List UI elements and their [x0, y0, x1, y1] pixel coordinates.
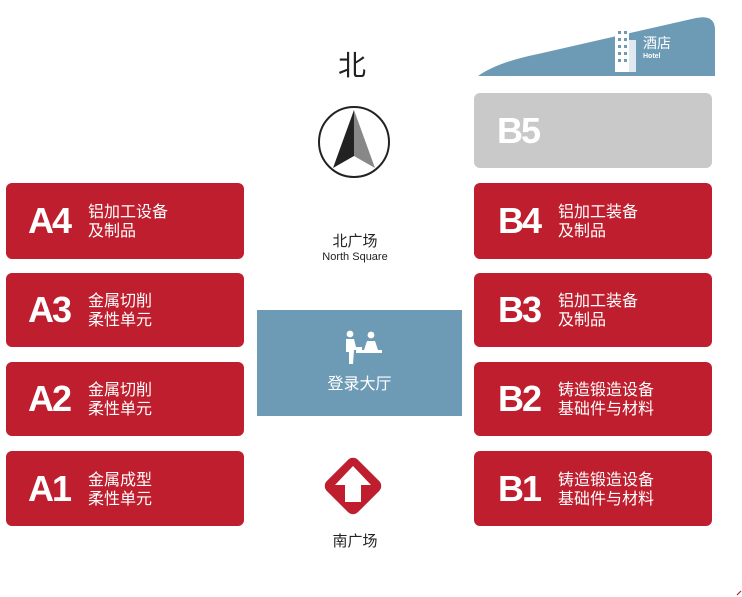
- lobby-label: 登录大厅: [327, 374, 392, 393]
- hall-code: B2: [498, 378, 542, 419]
- hall-b4[interactable]: B4 铝加工装备 及制品: [474, 183, 712, 259]
- hall-desc-line1: 铝加工设备: [88, 202, 169, 221]
- hotel-sub-label: Hotel: [643, 53, 661, 60]
- hall-description: 铝加工设备 及制品: [88, 202, 168, 240]
- south-square-label: 南广场: [332, 532, 378, 550]
- hall-code: A2: [28, 378, 72, 419]
- hall-desc-line1: 铝加工装备: [558, 202, 639, 221]
- registration-desk-icon: [346, 330, 382, 364]
- hall-description: 铝加工装备 及制品: [558, 291, 638, 329]
- hall-a3[interactable]: A3 金属切削 柔性单元: [6, 273, 244, 347]
- hotel-label: 酒店: [643, 36, 671, 52]
- hall-code: B3: [498, 289, 542, 330]
- hall-description: 铸造锻造设备 基础件与材料: [558, 470, 654, 508]
- hall-desc-line1: 金属切削: [88, 380, 153, 399]
- north-square-label: 北广场 North Square: [290, 232, 420, 264]
- hotel-banner: [478, 17, 715, 76]
- hall-desc-line1: 金属切削: [88, 291, 153, 310]
- hall-b3[interactable]: B3 铝加工装备 及制品: [474, 273, 712, 347]
- hall-a1[interactable]: A1 金属成型 柔性单元: [6, 451, 244, 526]
- hall-desc-line1: 金属成型: [88, 469, 153, 489]
- hall-b2[interactable]: B2 铸造锻造设备 基础件与材料: [474, 362, 712, 436]
- hall-description: 金属切削 柔性单元: [88, 380, 152, 418]
- hall-description: 金属成型 柔性单元: [88, 470, 152, 508]
- hall-code: A4: [28, 200, 72, 241]
- hall-b1[interactable]: B1 铸造锻造设备 基础件与材料: [474, 451, 712, 526]
- hall-desc-line2: 及制品: [88, 221, 137, 240]
- registration-lobby[interactable]: 登录大厅: [257, 310, 462, 416]
- hall-code: A1: [28, 467, 72, 509]
- hall-desc-line2: 及制品: [558, 221, 607, 240]
- hall-code: A3: [28, 289, 72, 330]
- hall-desc-line1: 铸造锻造设备: [558, 469, 655, 489]
- hall-desc-line2: 柔性单元: [88, 488, 153, 508]
- compass-label: 北: [337, 49, 366, 82]
- hall-code: B4: [498, 200, 542, 241]
- hall-description: 铸造锻造设备 基础件与材料: [558, 380, 654, 418]
- corner-mark: [736, 590, 742, 596]
- hall-desc-line1: 铝加工装备: [558, 291, 639, 310]
- hall-b5[interactable]: B5: [474, 93, 712, 168]
- hall-desc-line2: 基础件与材料: [558, 399, 655, 418]
- hall-code: B1: [498, 467, 542, 509]
- north-square-en: North Square: [322, 251, 388, 263]
- hall-description: 金属切削 柔性单元: [88, 291, 152, 329]
- hall-desc-line2: 基础件与材料: [558, 488, 655, 508]
- hall-a2[interactable]: A2 金属切削 柔性单元: [6, 362, 244, 436]
- compass-arrow-icon: [318, 106, 390, 178]
- hall-desc-line1: 铸造锻造设备: [558, 380, 655, 399]
- north-square-cn: 北广场: [332, 232, 378, 250]
- hall-desc-line2: 柔性单元: [88, 399, 153, 418]
- hall-code: B5: [497, 109, 541, 151]
- entrance-arrow-icon: [324, 457, 382, 515]
- hall-desc-line2: 柔性单元: [88, 310, 153, 329]
- hall-desc-line2: 及制品: [558, 310, 607, 329]
- hall-a4[interactable]: A4 铝加工设备 及制品: [6, 183, 244, 259]
- hall-description: 铝加工装备 及制品: [558, 202, 638, 240]
